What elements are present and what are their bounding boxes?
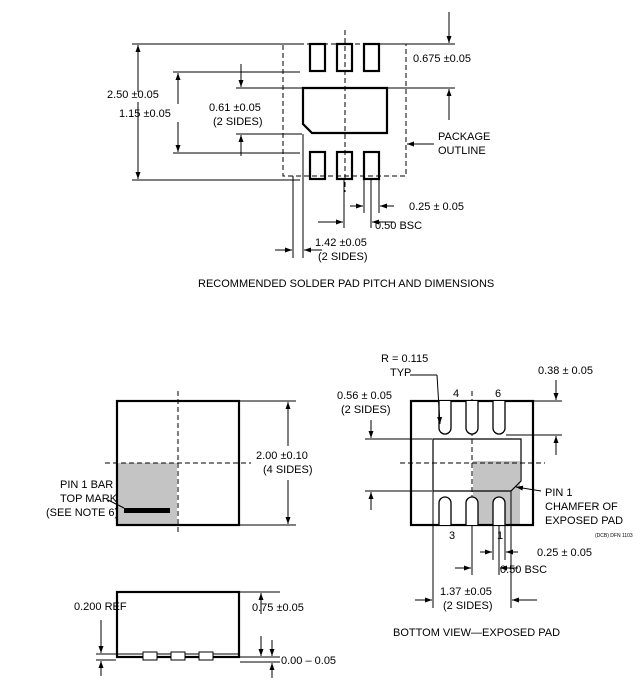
- pin-4-label: 4: [453, 388, 459, 400]
- dim-0-00: 0.00 – 0.05: [281, 655, 336, 667]
- dim-1-15: 1.15 ±0.05: [119, 108, 171, 120]
- package-outline-label-2: OUTLINE: [438, 145, 486, 157]
- dim-2-50: 2.50 ±0.05: [107, 89, 159, 101]
- leader-arrow: [515, 485, 542, 492]
- side-body: [115, 590, 241, 659]
- pin1-shaded-region: [117, 463, 177, 525]
- dim-0-675: 0.675 ±0.05: [413, 53, 471, 65]
- pin1-bar-mark: [124, 508, 170, 513]
- typ-label: TYP: [390, 367, 411, 379]
- dim-0-56: 0.56 ± 0.05: [337, 390, 392, 402]
- center-pad: [301, 86, 389, 135]
- doc-code: (DCB) DFN 1103: [595, 533, 633, 539]
- dim-0-56-sides: (2 SIDES): [341, 404, 391, 416]
- leader-arrow: [436, 374, 443, 425]
- lead-top: [465, 401, 479, 435]
- pin1-bar-label-2: TOP MARK: [60, 493, 118, 505]
- bottom-pad-1: [308, 150, 327, 181]
- package-outline-label: PACKAGE: [438, 131, 490, 143]
- dim-0-200-ref: 0.200 REF: [74, 601, 127, 613]
- dim-1-42-sides: (2 SIDES): [318, 251, 368, 263]
- radius-label: R = 0.115: [381, 353, 428, 365]
- package-top-view: PIN 1 BAR TOP MARK (SEE NOTE 6) 2.00 ±0.…: [46, 391, 313, 535]
- side-lead: [198, 651, 214, 661]
- pin1-chamfer-label-2: CHAMFER OF: [545, 501, 618, 513]
- lead-bottom: [492, 496, 506, 525]
- dim-1-37-sides: (2 SIDES): [443, 600, 493, 612]
- side-lead: [170, 651, 186, 661]
- bottom-pad-2: [335, 150, 354, 181]
- top-pad-1: [308, 42, 327, 73]
- dim-0-61-sides: (2 SIDES): [213, 116, 263, 128]
- pin-6-label: 6: [495, 388, 501, 400]
- dim-0-50-bsc: 0.50 BSC: [375, 220, 422, 232]
- dim-2-00: 2.00 ±0.10: [256, 450, 308, 462]
- top-pad-2: [335, 42, 354, 73]
- side-lead: [142, 651, 158, 661]
- pin-1-label: 1: [497, 530, 503, 542]
- pin1-chamfer-label-3: EXPOSED PAD: [545, 515, 623, 527]
- dim-0-38: 0.38 ± 0.05: [538, 365, 593, 377]
- pin-3-label: 3: [449, 530, 455, 542]
- dim-0-75: 0.75 ±0.05: [252, 602, 304, 614]
- top-pad-3: [362, 42, 381, 73]
- dim-0-25: 0.25 ± 0.05: [409, 201, 464, 213]
- dim-1-37: 1.37 ±0.05: [440, 586, 492, 598]
- pin1-bar-label-3: (SEE NOTE 6): [46, 507, 118, 519]
- pin1-bar-label: PIN 1 BAR: [60, 479, 113, 491]
- dim-2-00-sides: (4 SIDES): [263, 464, 313, 476]
- pin1-chamfer-label: PIN 1: [545, 487, 573, 499]
- dim-0-61: 0.61 ±0.05: [209, 102, 261, 114]
- solder-pad-layout: 2.50 ±0.05 1.15 ±0.05 0.61 ±0.05 (2 SIDE…: [107, 12, 494, 290]
- lead-top: [438, 401, 452, 435]
- bottom-pad-3: [362, 150, 381, 181]
- leader-line: [107, 499, 125, 509]
- package-side-view: 0.200 REF 0.75 ±0.05 0.00 – 0.05: [74, 590, 336, 678]
- dim-0-25-bottom: 0.25 ± 0.05: [537, 547, 592, 559]
- dim-0-50-bsc-bottom: 0.50 BSC: [500, 564, 547, 576]
- solder-pad-caption: RECOMMENDED SOLDER PAD PITCH AND DIMENSI…: [198, 278, 494, 290]
- lead-bottom: [465, 496, 479, 525]
- package-bottom-view: R = 0.115 TYP 4 6 3 1 0.38 ± 0.05 0.56 ±…: [337, 353, 633, 639]
- bottom-view-caption: BOTTOM VIEW—EXPOSED PAD: [393, 627, 560, 639]
- dim-1-42: 1.42 ±0.05: [315, 237, 367, 249]
- lead-bottom: [438, 496, 452, 525]
- lead-top: [492, 401, 506, 435]
